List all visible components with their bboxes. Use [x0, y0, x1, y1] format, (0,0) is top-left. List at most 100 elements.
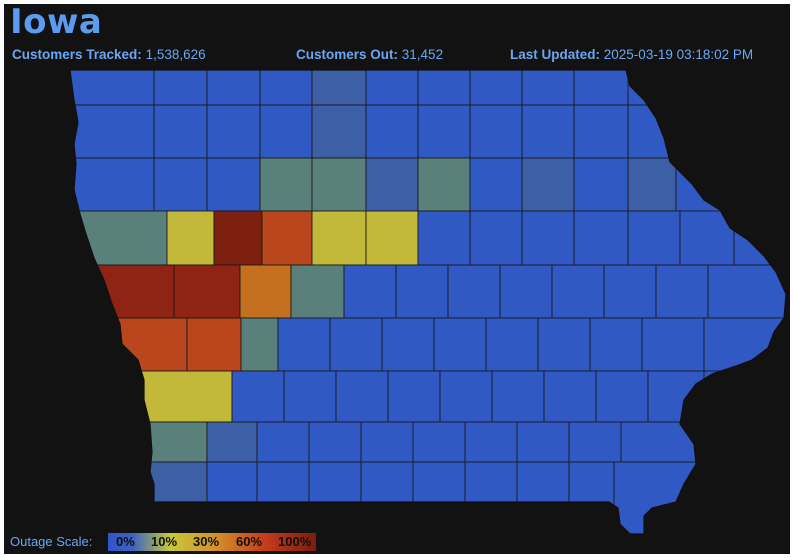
- county-r5-c9[interactable]: [589, 317, 643, 372]
- county-r1-c3[interactable]: [259, 104, 313, 159]
- county-r2-c2[interactable]: [206, 157, 261, 212]
- county-r3-c6[interactable]: [417, 210, 471, 266]
- county-r3-c4[interactable]: [311, 210, 367, 266]
- county-r4-c2[interactable]: [239, 264, 292, 319]
- county-r2-c1[interactable]: [153, 157, 208, 212]
- county-r2-c6[interactable]: [417, 157, 471, 212]
- county-r1-c10[interactable]: [627, 104, 685, 159]
- county-r6-c2[interactable]: [283, 370, 337, 423]
- county-r8-c3[interactable]: [308, 461, 362, 544]
- county-r8-c7[interactable]: [516, 461, 570, 544]
- county-r0-c4[interactable]: [311, 70, 367, 106]
- county-r6-c9[interactable]: [647, 370, 705, 423]
- county-r3-c7[interactable]: [469, 210, 523, 266]
- county-r4-c5[interactable]: [395, 264, 449, 319]
- county-r4-c7[interactable]: [499, 264, 553, 319]
- county-r7-c7[interactable]: [516, 421, 570, 463]
- county-r0-c3[interactable]: [259, 70, 313, 106]
- county-r3-c5[interactable]: [365, 210, 419, 266]
- county-r1-c0[interactable]: [64, 104, 155, 159]
- county-r2-c5[interactable]: [365, 157, 419, 212]
- county-r2-c9[interactable]: [573, 157, 629, 212]
- county-r4-c0[interactable]: [64, 264, 175, 319]
- county-r2-c7[interactable]: [469, 157, 523, 212]
- county-r4-c8[interactable]: [551, 264, 605, 319]
- county-r3-c8[interactable]: [521, 210, 575, 266]
- county-r7-c5[interactable]: [412, 421, 466, 463]
- county-r5-c5[interactable]: [381, 317, 435, 372]
- county-r4-c11[interactable]: [707, 264, 790, 319]
- county-r3-c0[interactable]: [64, 210, 168, 266]
- county-r1-c1[interactable]: [153, 104, 208, 159]
- county-r5-c6[interactable]: [433, 317, 487, 372]
- county-r7-c0[interactable]: [64, 421, 208, 463]
- county-r5-c4[interactable]: [329, 317, 383, 372]
- county-r2-c0[interactable]: [64, 157, 155, 212]
- county-r5-c8[interactable]: [537, 317, 591, 372]
- county-r8-c1[interactable]: [206, 461, 258, 544]
- county-r4-c4[interactable]: [343, 264, 397, 319]
- county-r0-c5[interactable]: [365, 70, 419, 106]
- county-r7-c9[interactable]: [620, 421, 705, 463]
- county-r7-c1[interactable]: [206, 421, 258, 463]
- county-r2-c10[interactable]: [627, 157, 677, 212]
- county-r4-c6[interactable]: [447, 264, 501, 319]
- county-r2-c3[interactable]: [259, 157, 313, 212]
- county-r7-c6[interactable]: [464, 421, 518, 463]
- county-r4-c1[interactable]: [173, 264, 241, 319]
- county-r0-c7[interactable]: [469, 70, 523, 106]
- county-r4-c3[interactable]: [290, 264, 345, 319]
- map-frame: Iowa Customers Tracked: 1,538,626 Custom…: [4, 4, 790, 554]
- county-r1-c4[interactable]: [311, 104, 367, 159]
- county-r2-c11[interactable]: [675, 157, 725, 212]
- county-r7-c8[interactable]: [568, 421, 622, 463]
- county-r0-c6[interactable]: [417, 70, 471, 106]
- county-r8-c8[interactable]: [568, 461, 615, 544]
- county-r1-c5[interactable]: [365, 104, 419, 159]
- county-r1-c9[interactable]: [573, 104, 629, 159]
- county-r8-c5[interactable]: [412, 461, 466, 544]
- county-r0-c2[interactable]: [206, 70, 261, 106]
- county-r6-c8[interactable]: [595, 370, 649, 423]
- county-r0-c8[interactable]: [521, 70, 575, 106]
- county-r5-c3[interactable]: [277, 317, 331, 372]
- county-r8-c6[interactable]: [464, 461, 518, 544]
- county-r3-c11[interactable]: [679, 210, 735, 266]
- county-r6-c5[interactable]: [439, 370, 493, 423]
- county-r3-c9[interactable]: [573, 210, 629, 266]
- county-r5-c11[interactable]: [703, 317, 790, 372]
- county-r1-c8[interactable]: [521, 104, 575, 159]
- county-r3-c1[interactable]: [166, 210, 215, 266]
- county-r4-c9[interactable]: [603, 264, 657, 319]
- county-r2-c8[interactable]: [521, 157, 575, 212]
- county-r8-c2[interactable]: [256, 461, 310, 544]
- county-r7-c2[interactable]: [256, 421, 310, 463]
- county-r4-c10[interactable]: [655, 264, 709, 319]
- county-r8-c4[interactable]: [360, 461, 414, 544]
- county-r0-c1[interactable]: [153, 70, 208, 106]
- county-r7-c4[interactable]: [360, 421, 414, 463]
- county-r5-c7[interactable]: [485, 317, 539, 372]
- county-r1-c2[interactable]: [206, 104, 261, 159]
- county-r5-c2[interactable]: [240, 317, 279, 372]
- county-r6-c6[interactable]: [491, 370, 545, 423]
- county-r3-c10[interactable]: [627, 210, 681, 266]
- county-r0-c0[interactable]: [64, 70, 155, 106]
- county-r6-c4[interactable]: [387, 370, 441, 423]
- county-r2-c4[interactable]: [311, 157, 367, 212]
- county-r1-c7[interactable]: [469, 104, 523, 159]
- county-r3-c3[interactable]: [261, 210, 313, 266]
- county-r0-c9[interactable]: [573, 70, 629, 106]
- county-r6-c3[interactable]: [335, 370, 389, 423]
- county-r5-c1[interactable]: [186, 317, 242, 372]
- county-r0-c10[interactable]: [627, 70, 685, 106]
- county-r6-c1[interactable]: [231, 370, 285, 423]
- county-r3-c2[interactable]: [213, 210, 263, 266]
- county-r6-c7[interactable]: [543, 370, 597, 423]
- county-r8-c0[interactable]: [64, 461, 208, 544]
- county-r5-c10[interactable]: [641, 317, 705, 372]
- county-r3-c12[interactable]: [733, 210, 790, 266]
- county-r5-c0[interactable]: [64, 317, 188, 372]
- county-r7-c3[interactable]: [308, 421, 362, 463]
- county-r1-c6[interactable]: [417, 104, 471, 159]
